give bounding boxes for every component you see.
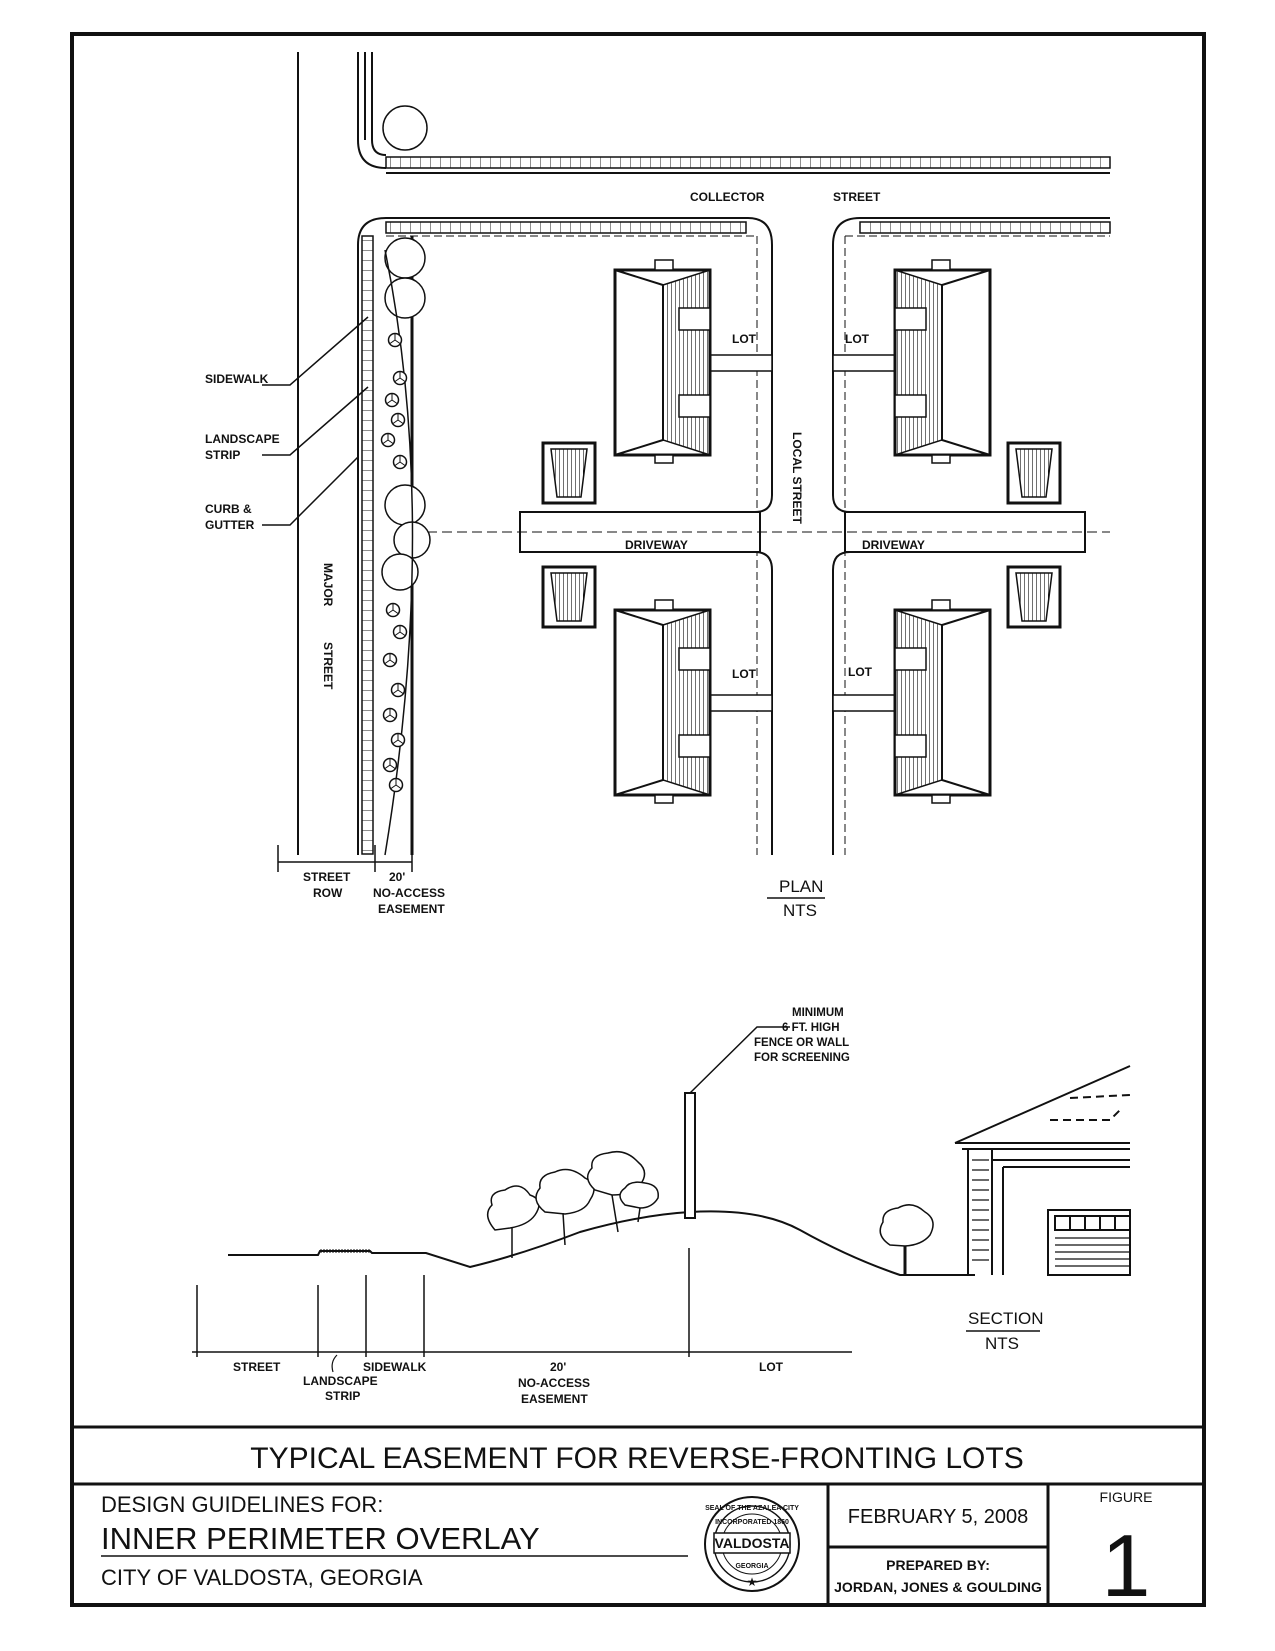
curb-gutter-label: CURB & bbox=[205, 502, 252, 516]
drawing-title: TYPICAL EASEMENT FOR REVERSE-FRONTING LO… bbox=[250, 1442, 1023, 1475]
lot-label-nw: LOT bbox=[732, 332, 757, 346]
street-row-label: STREET bbox=[303, 870, 351, 884]
lot-label-se: LOT bbox=[848, 665, 873, 679]
figure-number: 1 bbox=[1102, 1516, 1151, 1615]
city-name: CITY OF VALDOSTA, GEORGIA bbox=[101, 1565, 423, 1590]
section-scale: NTS bbox=[985, 1334, 1019, 1353]
driveway-label-right: DRIVEWAY bbox=[862, 538, 925, 552]
city-seal: VALDOSTA SEAL OF THE AZALEA CITY INCORPO… bbox=[704, 1496, 800, 1592]
major-street-label: MAJOR bbox=[321, 563, 335, 607]
drawing-date: FEBRUARY 5, 2008 bbox=[848, 1506, 1028, 1528]
seal-top: SEAL OF THE AZALEA CITY bbox=[705, 1505, 799, 1512]
section-view: MINIMUM 6 FT. HIGH FENCE OR WALL FOR SCR… bbox=[192, 1007, 1131, 1406]
local-street-label: LOCAL STREET bbox=[790, 432, 804, 524]
seal-name: VALDOSTA bbox=[715, 1535, 790, 1551]
plan-easement-label: 20' bbox=[389, 870, 405, 884]
plan-view: COLLECTOR STREET LOCAL STREET LOT LOT LO… bbox=[205, 52, 1111, 920]
collector-street-label-2: STREET bbox=[833, 190, 881, 204]
curb-gutter-label-2: GUTTER bbox=[205, 518, 255, 532]
section-easement-label-3: EASEMENT bbox=[521, 1392, 588, 1406]
fence-label-4: FOR SCREENING bbox=[754, 1052, 850, 1064]
fence-label-3: FENCE OR WALL bbox=[754, 1037, 849, 1049]
seal-state: GEORGIA bbox=[735, 1563, 768, 1570]
section-title: SECTION bbox=[968, 1309, 1044, 1328]
seal-star-icon: ★ bbox=[747, 1575, 758, 1589]
fence-label: MINIMUM bbox=[792, 1007, 844, 1019]
section-easement-label: 20' bbox=[550, 1360, 566, 1374]
sidewalk-label: SIDEWALK bbox=[205, 372, 269, 386]
section-easement-label-2: NO-ACCESS bbox=[518, 1376, 590, 1390]
design-guidelines-label: DESIGN GUIDELINES FOR: bbox=[101, 1492, 383, 1517]
figure-label: FIGURE bbox=[1100, 1489, 1153, 1505]
plan-title: PLAN bbox=[779, 877, 823, 896]
lot-label-ne: LOT bbox=[845, 332, 870, 346]
firm-name: JORDAN, JONES & GOULDING bbox=[834, 1579, 1042, 1595]
section-street-label: STREET bbox=[233, 1360, 281, 1374]
section-lot-label: LOT bbox=[759, 1360, 784, 1374]
collector-street-label: COLLECTOR bbox=[690, 190, 765, 204]
major-street-label-2: STREET bbox=[321, 642, 335, 690]
plan-easement-label-2: NO-ACCESS bbox=[373, 886, 445, 900]
sheet-border bbox=[70, 32, 1206, 1607]
section-sidewalk-label: SIDEWALK bbox=[363, 1360, 427, 1374]
landscape-strip-label: LANDSCAPE bbox=[205, 432, 280, 446]
fence-label-2: 6 FT. HIGH bbox=[782, 1022, 840, 1034]
section-landscape-label: LANDSCAPE bbox=[303, 1374, 378, 1388]
seal-incorporated: INCORPORATED 1860 bbox=[715, 1519, 789, 1526]
plan-scale: NTS bbox=[783, 901, 817, 920]
section-landscape-label-2: STRIP bbox=[325, 1389, 360, 1403]
prepared-by-label: PREPARED BY: bbox=[886, 1557, 990, 1573]
plan-easement-label-3: EASEMENT bbox=[378, 902, 445, 916]
overlay-name: INNER PERIMETER OVERLAY bbox=[101, 1521, 540, 1556]
landscape-strip-label-2: STRIP bbox=[205, 448, 240, 462]
street-row-label-2: ROW bbox=[313, 886, 343, 900]
title-block: TYPICAL EASEMENT FOR REVERSE-FRONTING LO… bbox=[72, 1425, 1204, 1615]
lot-label-sw: LOT bbox=[732, 667, 757, 681]
driveway-label-left: DRIVEWAY bbox=[625, 538, 688, 552]
